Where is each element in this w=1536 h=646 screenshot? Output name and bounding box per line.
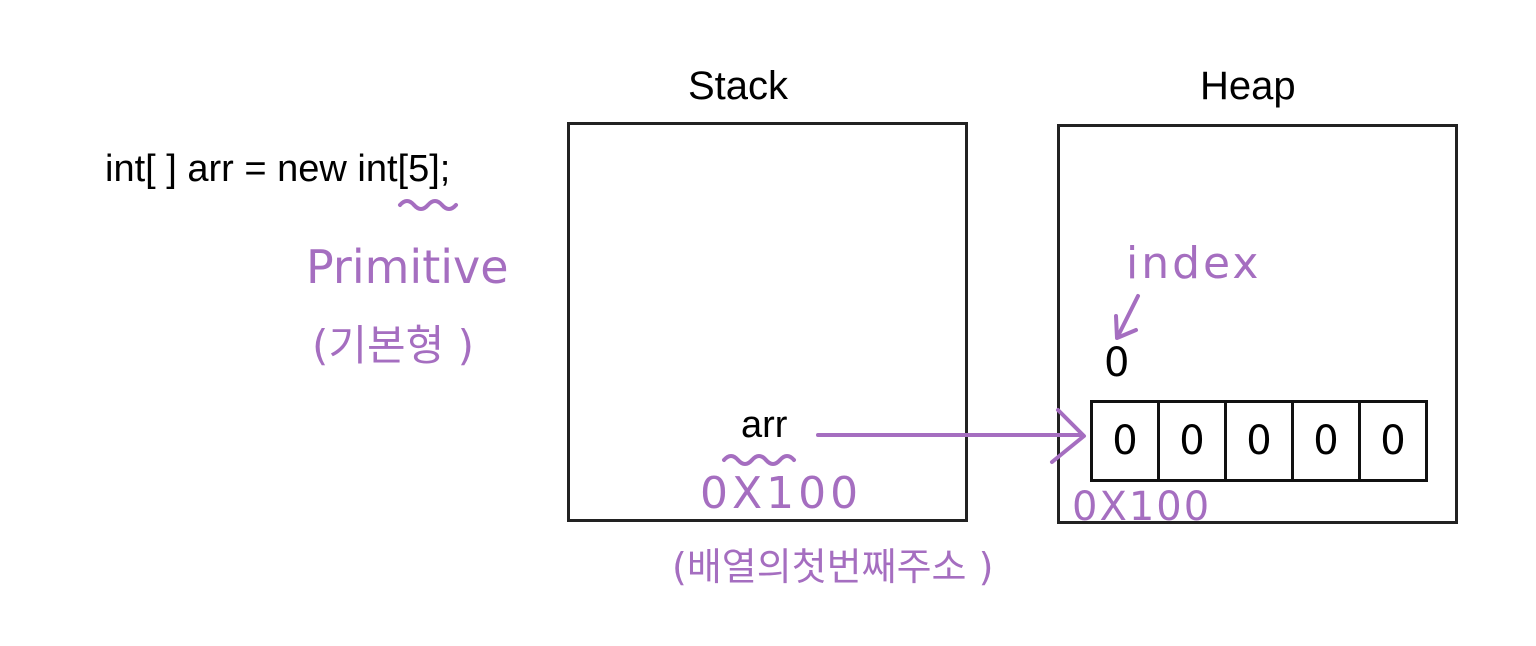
heap-address-annotation: 0X100 (1072, 484, 1212, 530)
array-cell: 0 (1294, 403, 1361, 479)
array-cell: 0 (1227, 403, 1294, 479)
index-annotation: index (1126, 238, 1262, 289)
stack-box (567, 122, 968, 522)
array-cell: 0 (1093, 403, 1160, 479)
arr-squiggle (722, 454, 796, 466)
heap-box (1057, 124, 1458, 524)
address-korean-annotation: (배열의첫번째주소 ) (672, 545, 994, 589)
array-cell: 0 (1380, 418, 1406, 464)
stack-variable-arr: arr (741, 404, 788, 446)
index-value: 0 (1104, 340, 1130, 386)
primitive-korean-annotation: (기본형 ) (312, 321, 475, 370)
reference-arrow-head (1050, 408, 1086, 464)
int-squiggle (398, 199, 458, 211)
array-cell: 0 (1160, 403, 1227, 479)
index-arrow-head (1114, 314, 1138, 340)
array-cells: 0 0 0 0 0 (1090, 400, 1428, 482)
code-line: int[ ] arr = new int[5]; (105, 148, 451, 190)
primitive-annotation: Primitive (306, 240, 509, 294)
heap-title: Heap (1200, 64, 1296, 108)
index-arrow-line (1116, 294, 1140, 338)
address-annotation: 0X100 (700, 468, 863, 519)
stack-title: Stack (688, 64, 789, 108)
